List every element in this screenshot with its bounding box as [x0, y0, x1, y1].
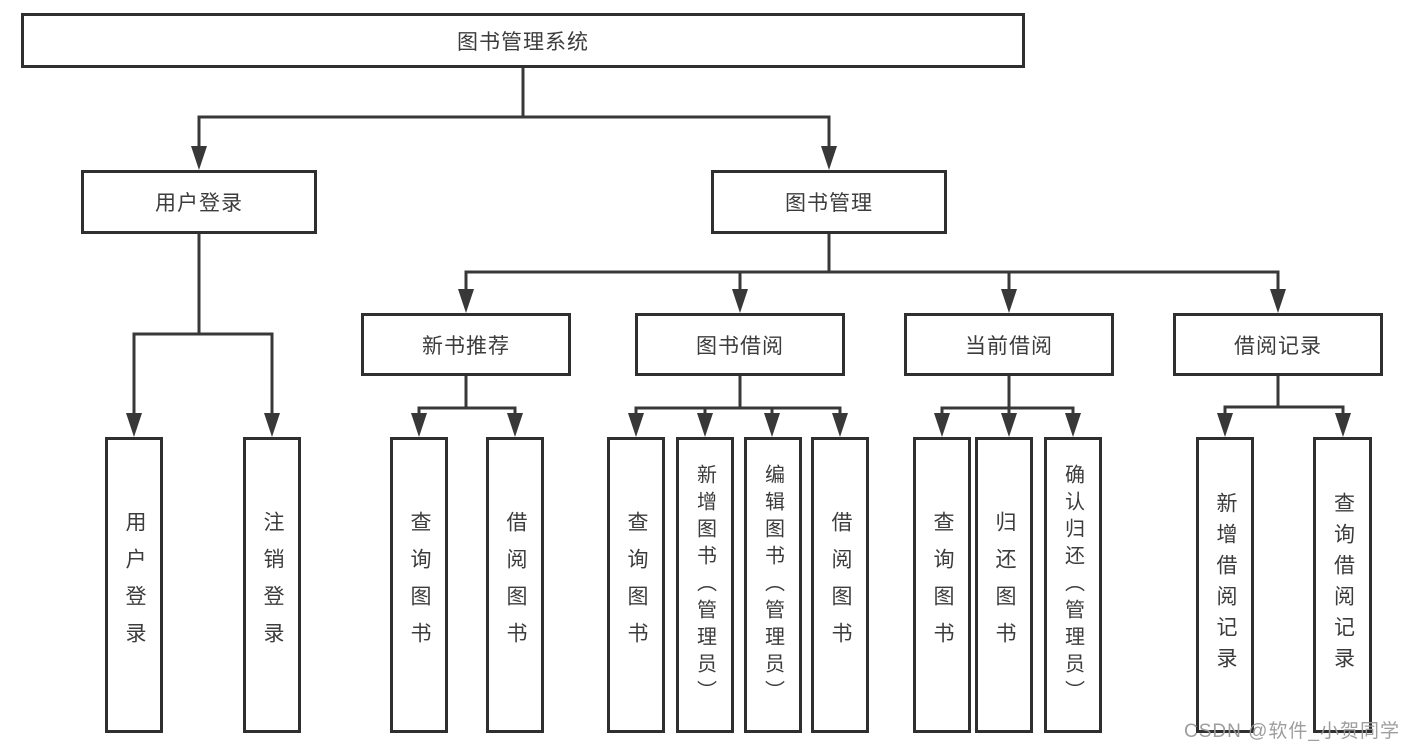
node-label: 借阅图书: [829, 511, 852, 659]
arrow-down-icon: [697, 413, 713, 437]
arrowheads: [126, 146, 1351, 437]
node-label: 查询借阅记录: [1331, 492, 1355, 678]
node-label: 图书借阅: [696, 334, 784, 358]
node-label: 用户登录: [123, 511, 146, 659]
node-label: 注销登录: [261, 511, 284, 659]
arrow-down-icon: [264, 413, 280, 437]
arrow-down-icon: [1065, 413, 1081, 437]
node-current-borrow: 当前借阅: [904, 313, 1114, 376]
node-label: 图书管理系统: [457, 30, 589, 54]
leaf-edit-book-admin: 编辑图书（管理员）: [744, 437, 802, 733]
arrow-down-icon: [1001, 289, 1017, 313]
leaf-return-book: 归还图书: [975, 437, 1033, 733]
arrow-down-icon: [1270, 289, 1286, 313]
leaf-add-borrow-record: 新增借阅记录: [1196, 437, 1254, 733]
node-label: 用户登录: [155, 192, 243, 215]
arrow-down-icon: [1001, 413, 1017, 437]
node-label: 借阅图书: [504, 511, 527, 659]
node-label: 新增借阅记录: [1214, 492, 1237, 678]
node-library-management-system: 图书管理系统: [21, 13, 1025, 68]
leaf-query-book-current: 查询图书: [913, 437, 971, 733]
arrow-down-icon: [411, 413, 427, 437]
arrow-down-icon: [507, 413, 523, 437]
connector-new-book-recommend: [417, 376, 517, 415]
arrow-down-icon: [934, 413, 950, 437]
connector-book-management: [464, 234, 1280, 291]
node-label: 查询图书: [625, 511, 648, 659]
arrow-down-icon: [458, 289, 474, 313]
node-user-login: 用户登录: [81, 170, 317, 234]
connector-borrow-records: [1223, 376, 1345, 415]
connector-user-login: [132, 234, 274, 415]
arrow-down-icon: [764, 413, 780, 437]
arrow-down-icon: [832, 413, 848, 437]
node-label: 当前借阅: [965, 334, 1053, 358]
leaf-add-book-admin: 新增图书（管理员）: [676, 437, 734, 733]
arrow-down-icon: [126, 413, 142, 437]
arrow-down-icon: [628, 413, 644, 437]
leaf-query-book-borrow: 查询图书: [607, 437, 665, 733]
leaf-query-book-recommend: 查询图书: [390, 437, 448, 733]
leaf-confirm-return-admin: 确认归还（管理员）: [1044, 437, 1102, 733]
node-label: 查询图书: [931, 511, 954, 659]
node-book-borrow: 图书借阅: [635, 313, 845, 376]
leaf-borrow-book: 借阅图书: [811, 437, 869, 733]
node-label: 编辑图书（管理员）: [761, 463, 784, 707]
arrow-down-icon: [732, 289, 748, 313]
leaf-logout: 注销登录: [243, 437, 301, 733]
connector-current-borrow: [940, 376, 1075, 415]
connector-root: [197, 68, 831, 148]
node-book-management: 图书管理: [711, 170, 947, 234]
node-label: 图书管理: [785, 192, 873, 215]
node-label: 新书推荐: [422, 334, 510, 358]
node-borrow-records: 借阅记录: [1173, 313, 1383, 376]
arrow-down-icon: [821, 146, 837, 170]
node-new-book-recommend: 新书推荐: [361, 313, 571, 376]
arrow-down-icon: [1217, 413, 1233, 437]
leaf-query-borrow-record: 查询借阅记录: [1313, 437, 1372, 733]
leaf-borrow-book-recommend: 借阅图书: [486, 437, 544, 733]
node-label: 归还图书: [993, 511, 1016, 659]
arrow-down-icon: [1335, 413, 1351, 437]
csdn-watermark: CSDN @软件_小贺同学: [1184, 721, 1400, 742]
node-label: 借阅记录: [1234, 334, 1322, 358]
arrow-down-icon: [191, 146, 207, 170]
node-label: 确认归还（管理员）: [1061, 463, 1084, 707]
node-label: 查询图书: [408, 511, 431, 659]
leaf-user-login: 用户登录: [105, 437, 163, 733]
node-label: 新增图书（管理员）: [693, 463, 716, 707]
connector-book-borrow: [634, 376, 842, 415]
